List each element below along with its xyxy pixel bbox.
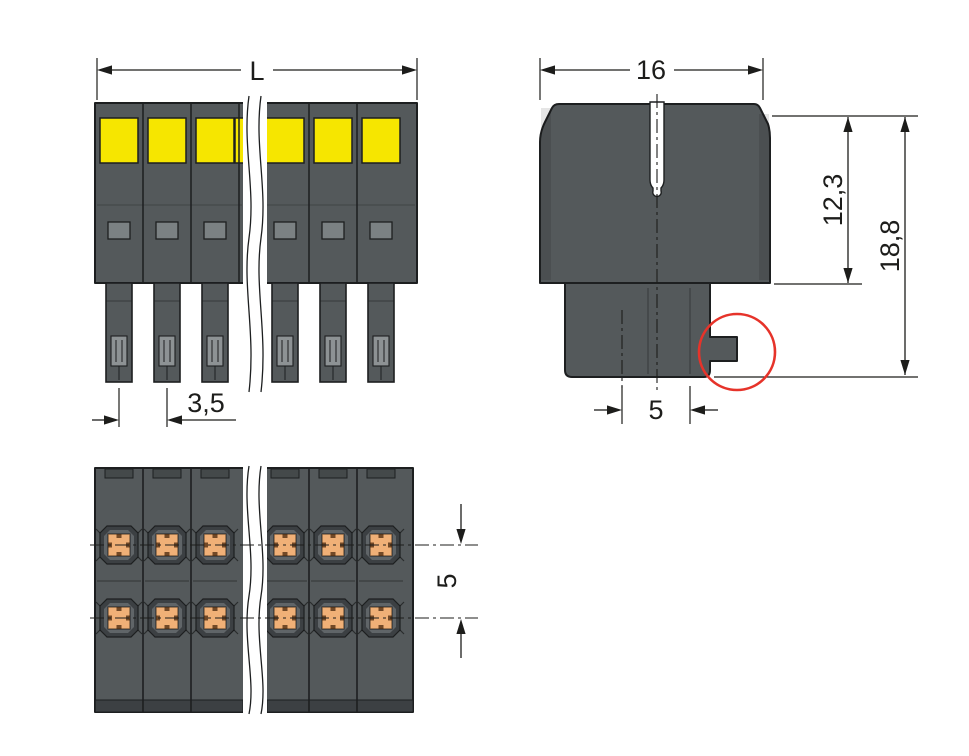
dimension-5-top: 5 [432,504,466,658]
top-bottom-strip [94,699,244,713]
top-housing-right [258,467,414,713]
dimension-label-width: 16 [636,55,666,85]
front-pin [105,282,133,383]
side-housing-lower [564,282,738,378]
top-bottom-strip [266,699,414,713]
dimension-label-total-height: 18,8 [875,220,905,273]
dimension-18-8: 18,8 [714,117,918,378]
top-break-lines [243,462,267,718]
front-right-half [258,102,418,383]
top-housing-left [94,467,250,713]
detail-highlight-circle [697,312,777,392]
dimension-3-5: 3,5 [92,388,236,427]
front-view: L 3,5 [92,56,418,427]
side-view: 16 12,3 18,8 5 [539,55,918,425]
dimension-label-row-spacing: 5 [432,573,462,588]
top-right-half [258,467,414,713]
top-left-half [94,467,250,713]
front-pin [271,282,299,383]
dimension-label-pin-spacing: 5 [648,395,663,425]
dimension-label-length: L [249,56,264,86]
front-pin [319,282,347,383]
front-pin [201,282,229,383]
front-pin [153,282,181,383]
dimension-16: 16 [539,55,764,100]
front-left-half [94,102,250,383]
dimension-L: L [96,56,418,100]
top-view: 5 [90,462,478,718]
dimension-12-3: 12,3 [772,115,918,285]
front-break-lines [243,94,267,396]
front-pin [367,282,395,383]
dimension-label-upper-height: 12,3 [818,174,848,227]
dimension-5-side: 5 [594,386,718,425]
dimension-label-pitch: 3,5 [187,388,225,418]
